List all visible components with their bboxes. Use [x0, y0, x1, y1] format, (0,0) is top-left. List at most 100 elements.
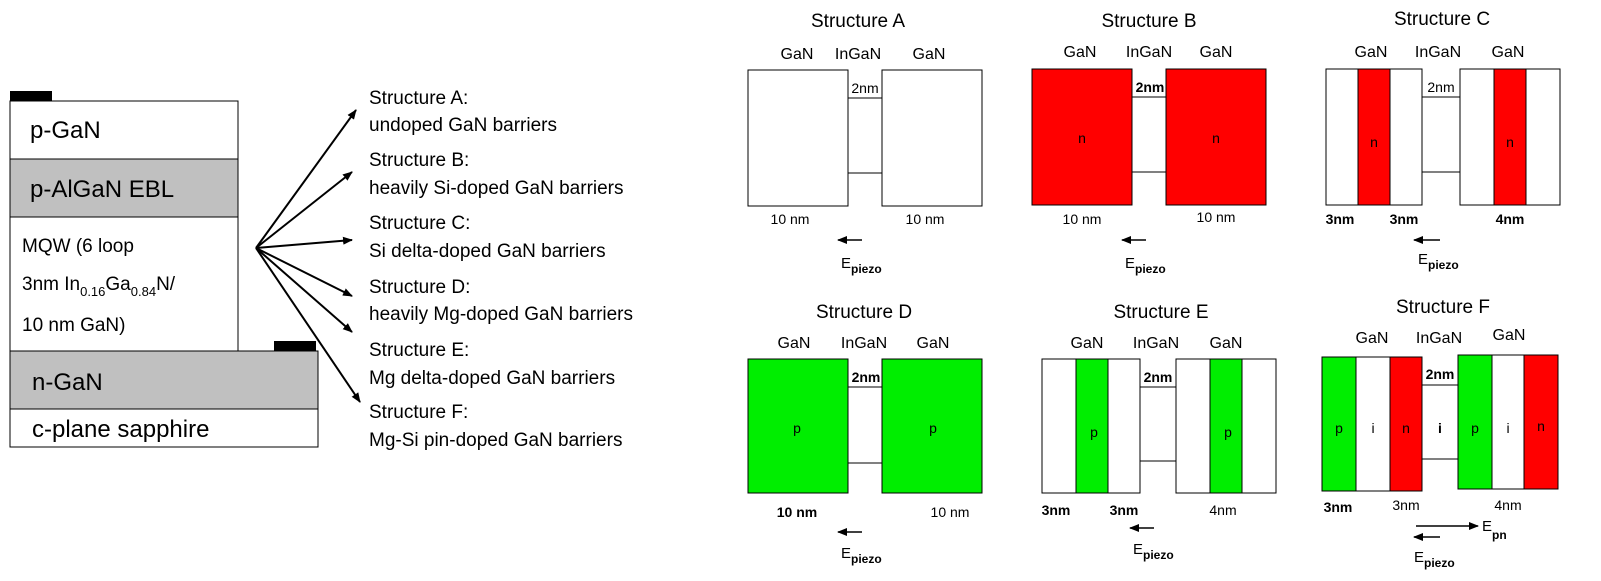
layer-n-gan	[9, 350, 319, 410]
arrow-to-a	[255, 109, 357, 249]
panel-f-label-6: i	[1506, 420, 1509, 436]
list-b-name: Structure B:	[369, 150, 469, 171]
arrow-to-b	[255, 171, 353, 249]
list-e-desc: Mg delta-doped GaN barriers	[369, 368, 615, 389]
panel-e-dim-1: 3nm	[1042, 502, 1071, 518]
list-c-name: Structure C:	[369, 213, 470, 234]
panel-c-2nm: 2nm	[1427, 79, 1454, 95]
panel-a-head-ingan: InGaN	[835, 46, 881, 63]
panel-e-head-gan-left: GaN	[1071, 335, 1104, 352]
panel-f-label-1: p	[1335, 420, 1343, 436]
panel-b-2nm: 2nm	[1136, 79, 1165, 95]
panel-b-head-gan-right: GaN	[1200, 44, 1233, 61]
list-a-desc: undoped GaN barriers	[369, 115, 557, 136]
panel-structure-d: Structure D GaN InGaN GaN 2nm p p 10 nm …	[747, 302, 983, 566]
panel-c-dim-3: 4nm	[1496, 211, 1525, 227]
panel-f-2nm: 2nm	[1426, 366, 1455, 382]
panel-f-label-7: n	[1537, 418, 1545, 434]
panel-f-title: Structure F	[1396, 297, 1490, 318]
list-e-name: Structure E:	[369, 340, 469, 361]
panel-a-dim-left: 10 nm	[771, 211, 810, 227]
panel-c-head-gan-left: GaN	[1355, 44, 1388, 61]
fan-arrows	[255, 109, 361, 403]
panel-e-title: Structure E	[1113, 302, 1208, 323]
structure-list: Structure A: undoped GaN barriers Struct…	[369, 88, 633, 451]
panel-a-barrier-left	[747, 69, 849, 207]
panel-f-dim-3: 4nm	[1494, 497, 1521, 513]
panel-d-dim-right: 10 nm	[931, 504, 970, 520]
panel-d-barrier-right	[881, 358, 983, 494]
panel-f-label-3: n	[1402, 420, 1410, 436]
panel-b-head-gan-left: GaN	[1064, 44, 1097, 61]
panel-d-barrier-left	[747, 358, 849, 494]
panel-e-epiezo: Epiezo	[1133, 541, 1174, 562]
layer-mqw	[9, 216, 239, 352]
panel-c-head-gan-right: GaN	[1492, 44, 1525, 61]
mqw-line-3: 10 nm GaN)	[22, 315, 125, 336]
panel-f-dim-2: 3nm	[1392, 497, 1419, 513]
layer-p-algan-ebl	[9, 158, 239, 218]
panel-b-dim-left: 10 nm	[1063, 211, 1102, 227]
panel-b-title: Structure B	[1101, 11, 1196, 32]
panel-structure-f: Structure F GaN InGaN GaN 2nm p i n i p …	[1321, 297, 1559, 570]
panel-b-label-left: n	[1078, 130, 1086, 146]
panel-e-head-ingan: InGaN	[1133, 335, 1179, 352]
p-contact-electrode	[10, 91, 52, 101]
panel-b-barrier-left	[1031, 68, 1133, 206]
panel-c-title: Structure C	[1394, 9, 1490, 30]
panel-structure-b: Structure B GaN InGaN GaN 2nm n n 10 nm …	[1031, 11, 1267, 276]
mqw-line-2: 3nm In0.16Ga0.84N/	[22, 274, 176, 299]
panel-e-head-gan-right: GaN	[1210, 335, 1243, 352]
panel-e-2nm: 2nm	[1144, 369, 1173, 385]
panel-f-right-n	[1523, 354, 1559, 490]
panel-structure-c: Structure C GaN InGaN GaN 2nm n n 3nm 3n…	[1325, 9, 1561, 272]
list-d-name: Structure D:	[369, 277, 470, 298]
list-f-desc: Mg-Si pin-doped GaN barriers	[369, 430, 622, 451]
mqw-line-1: MQW (6 loop	[22, 236, 134, 257]
arrow-to-d	[255, 247, 353, 297]
panel-d-label-left: p	[793, 420, 801, 436]
panel-f-label-5: p	[1471, 420, 1479, 436]
panel-b-dim-right: 10 nm	[1197, 209, 1236, 225]
panel-a-2nm: 2nm	[851, 80, 878, 96]
panel-a-head-gan-left: GaN	[781, 46, 814, 63]
panel-d-epiezo: Epiezo	[841, 545, 882, 566]
panel-a-barrier-right	[881, 69, 983, 207]
panel-f-left-p	[1321, 356, 1357, 492]
list-c-desc: Si delta-doped GaN barriers	[369, 241, 606, 262]
panel-c-label-left: n	[1370, 134, 1378, 150]
panel-e-label-left: p	[1090, 424, 1098, 440]
panel-d-title: Structure D	[816, 302, 912, 323]
panel-f-dim-1: 3nm	[1324, 499, 1353, 515]
list-a-name: Structure A:	[369, 88, 468, 109]
list-d-desc: heavily Mg-doped GaN barriers	[369, 304, 633, 325]
panel-d-dim-left: 10 nm	[777, 504, 817, 520]
layer-p-gan-label: p-GaN	[30, 117, 101, 144]
panel-c-delta-left	[1357, 68, 1391, 206]
list-b-desc: heavily Si-doped GaN barriers	[369, 178, 624, 199]
arrow-to-e	[255, 247, 353, 333]
layer-p-gan	[9, 100, 239, 160]
panel-f-head-gan-right: GaN	[1493, 327, 1526, 344]
layer-p-algan-label: p-AlGaN EBL	[30, 176, 174, 203]
panel-b-head-ingan: InGaN	[1126, 44, 1172, 61]
panel-structure-a: Structure A GaN InGaN GaN 2nm 10 nm 10 n…	[747, 11, 983, 276]
panel-b-label-right: n	[1212, 130, 1220, 146]
arrow-to-c	[255, 236, 353, 249]
panel-c-dim-2: 3nm	[1390, 211, 1419, 227]
panel-a-dim-right: 10 nm	[906, 211, 945, 227]
layer-sapphire	[9, 408, 319, 448]
panel-f-left-n	[1389, 356, 1423, 492]
panel-f-right-p	[1457, 354, 1493, 490]
panel-f-label-2: i	[1371, 420, 1374, 436]
panel-f-epn: Epn	[1482, 518, 1507, 542]
panel-e-dim-2: 3nm	[1110, 502, 1139, 518]
panel-a-epiezo: Epiezo	[841, 255, 882, 276]
panel-d-label-right: p	[929, 420, 937, 436]
n-contact-electrode	[274, 341, 316, 351]
panel-f-head-ingan: InGaN	[1416, 330, 1462, 347]
list-f-name: Structure F:	[369, 402, 468, 423]
panel-f-label-4: i	[1438, 420, 1442, 436]
